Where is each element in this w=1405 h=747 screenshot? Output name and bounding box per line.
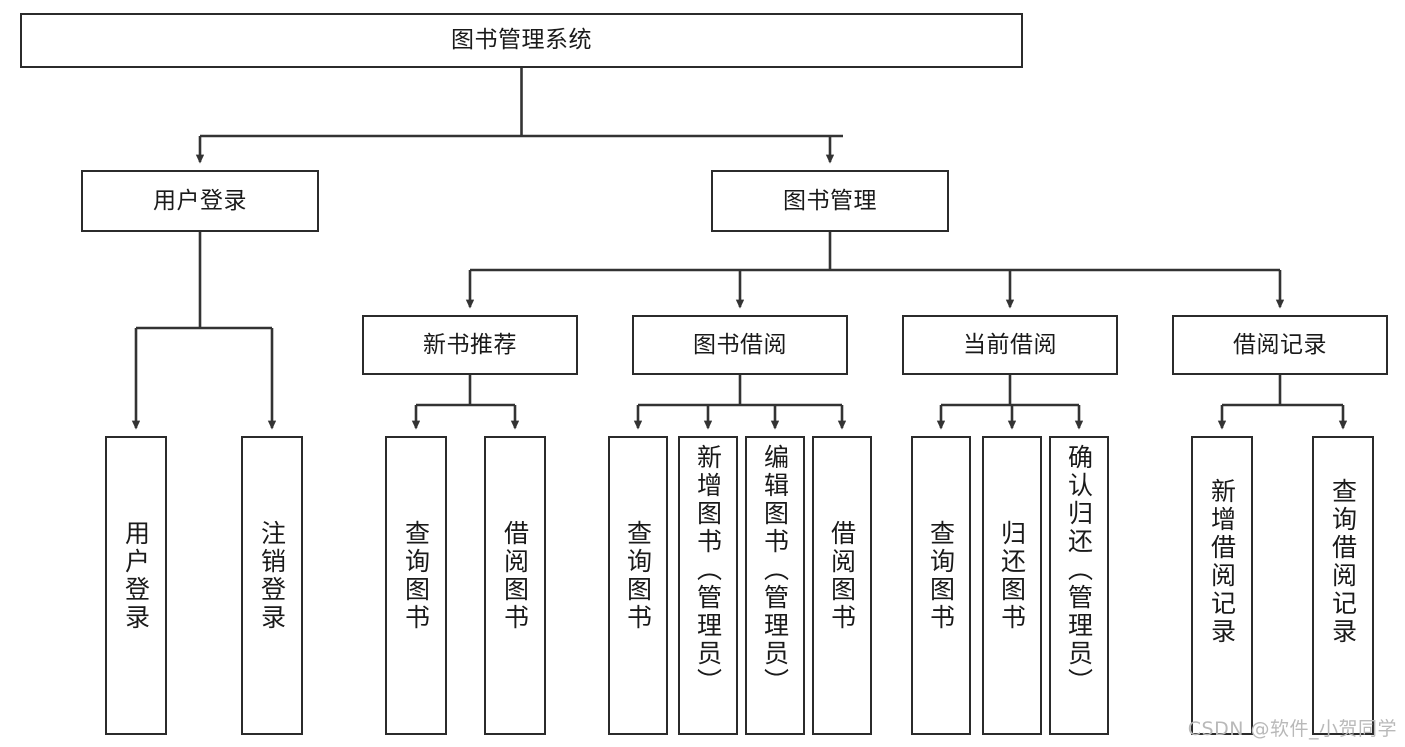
- node-leaf-query-book-1[interactable]: 查询图书: [385, 436, 447, 735]
- node-book-management-label: 图书管理: [783, 187, 877, 214]
- node-leaf-add-borrow-record[interactable]: 新增借阅记录: [1191, 436, 1253, 735]
- node-leaf-confirm-return-admin[interactable]: 确认归还（管理员）: [1049, 436, 1109, 735]
- node-leaf-query-book-3[interactable]: 查询图书: [911, 436, 971, 735]
- node-leaf-query-borrow-record[interactable]: 查询借阅记录: [1312, 436, 1374, 735]
- node-leaf-borrow-book-1[interactable]: 借阅图书: [484, 436, 546, 735]
- node-leaf-return-book-label: 归还图书: [997, 520, 1027, 632]
- csdn-watermark: CSDN @软件_小贺同学: [1187, 718, 1397, 740]
- node-leaf-query-book-2[interactable]: 查询图书: [608, 436, 668, 735]
- node-book-borrow[interactable]: 图书借阅: [632, 315, 848, 375]
- node-leaf-add-borrow-record-label: 新增借阅记录: [1207, 478, 1237, 646]
- node-leaf-user-logout-label: 注销登录: [257, 520, 287, 632]
- node-leaf-user-login-label: 用户登录: [121, 520, 151, 632]
- node-leaf-add-book-admin[interactable]: 新增图书（管理员）: [678, 436, 738, 735]
- node-leaf-query-book-1-label: 查询图书: [401, 520, 431, 632]
- node-root-label: 图书管理系统: [451, 27, 592, 53]
- node-leaf-user-login[interactable]: 用户登录: [105, 436, 167, 735]
- node-current-borrow-label: 当前借阅: [963, 331, 1057, 358]
- node-book-borrow-label: 图书借阅: [693, 331, 787, 358]
- node-new-book-recommend[interactable]: 新书推荐: [362, 315, 578, 375]
- node-borrow-records[interactable]: 借阅记录: [1172, 315, 1388, 375]
- node-root[interactable]: 图书管理系统: [20, 13, 1023, 68]
- node-leaf-query-book-3-label: 查询图书: [926, 520, 956, 632]
- node-leaf-add-book-admin-label: 新增图书（管理员）: [693, 444, 723, 696]
- node-leaf-query-borrow-record-label: 查询借阅记录: [1328, 478, 1358, 646]
- node-user-login-label: 用户登录: [153, 187, 247, 214]
- node-leaf-borrow-book-2[interactable]: 借阅图书: [812, 436, 872, 735]
- node-leaf-edit-book-admin-label: 编辑图书（管理员）: [760, 444, 790, 696]
- node-leaf-borrow-book-2-label: 借阅图书: [827, 520, 857, 632]
- node-leaf-edit-book-admin[interactable]: 编辑图书（管理员）: [745, 436, 805, 735]
- node-user-login[interactable]: 用户登录: [81, 170, 319, 232]
- node-new-book-recommend-label: 新书推荐: [423, 331, 517, 358]
- node-book-management[interactable]: 图书管理: [711, 170, 949, 232]
- node-leaf-return-book[interactable]: 归还图书: [982, 436, 1042, 735]
- node-borrow-records-label: 借阅记录: [1233, 331, 1327, 358]
- node-current-borrow[interactable]: 当前借阅: [902, 315, 1118, 375]
- node-leaf-query-book-2-label: 查询图书: [623, 520, 653, 632]
- node-leaf-user-logout[interactable]: 注销登录: [241, 436, 303, 735]
- node-leaf-borrow-book-1-label: 借阅图书: [500, 520, 530, 632]
- node-leaf-confirm-return-admin-label: 确认归还（管理员）: [1064, 444, 1094, 696]
